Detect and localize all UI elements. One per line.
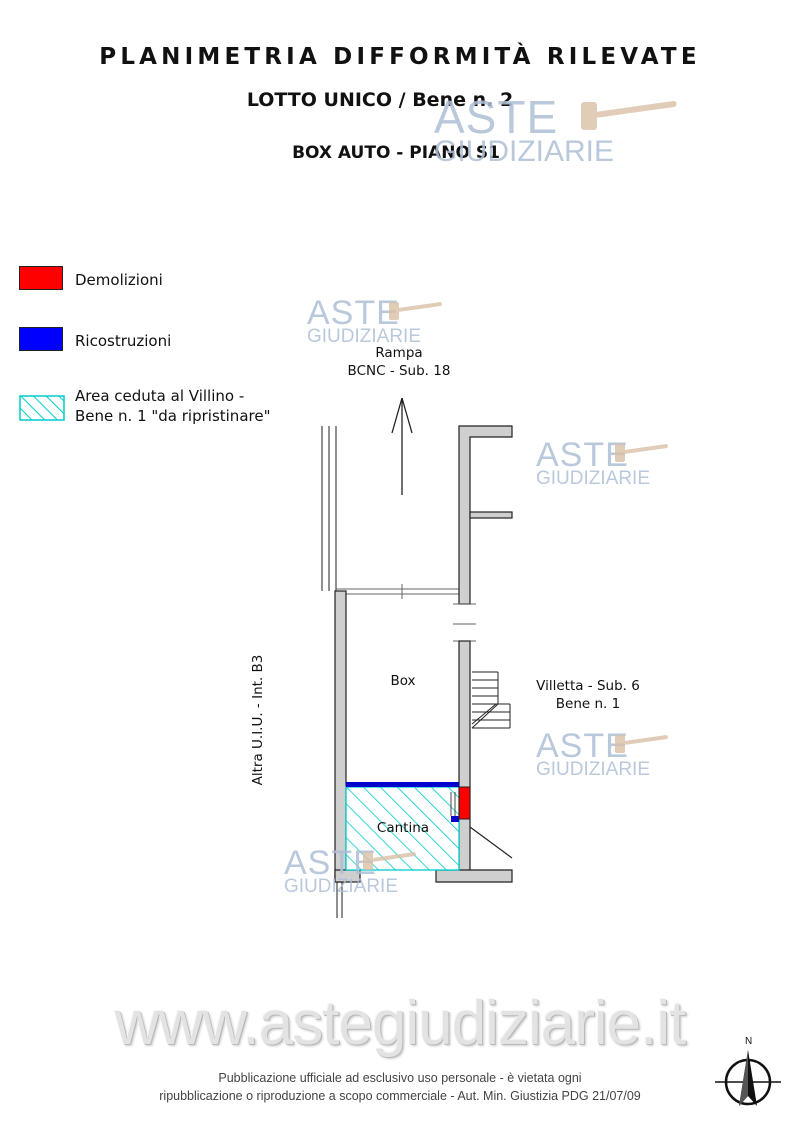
gavel-icon [615, 735, 668, 753]
gavel-icon [581, 100, 677, 130]
north-right-partition [469, 511, 513, 519]
legend-label-demolizioni: Demolizioni [75, 271, 163, 289]
ramp-arrow [391, 397, 413, 495]
floor-subtitle: BOX AUTO - PIANO S1 [292, 143, 500, 163]
box-right-wall [458, 640, 471, 882]
legend-label-ricostruzioni: Ricostruzioni [75, 332, 172, 350]
footer-line-1: Pubblicazione ufficiale ad esclusivo uso… [218, 1071, 582, 1085]
staircase [471, 671, 511, 729]
watermark-aste: ASTE GIUDIZIARIE [307, 294, 422, 347]
gavel-icon [615, 444, 668, 462]
gavel-icon [389, 302, 442, 320]
watermark-aste: ASTE GIUDIZIARIE [284, 844, 399, 897]
compass-icon [715, 1050, 781, 1106]
box-entrance [336, 584, 459, 599]
page-title: PLANIMETRIA DIFFORMITÀ RILEVATE [99, 44, 701, 70]
legend-swatch-ricostruzioni [19, 327, 63, 351]
legend-swatch-area-ceduta [19, 395, 65, 421]
watermark-aste: ASTE GIUDIZIARIE [434, 91, 615, 168]
ricostruzione-stub [451, 816, 459, 822]
left-boundary-lines [321, 426, 343, 918]
lot-subtitle: LOTTO UNICO / Bene n. 2 [246, 89, 514, 111]
watermark-aste: ASTE GIUDIZIARIE [536, 727, 651, 780]
ricostruzione-wall [346, 782, 459, 787]
watermark-aste: ASTE GIUDIZIARIE [536, 436, 651, 489]
box-left-wall [334, 590, 347, 883]
rampa-label: Rampa BCNC - Sub. 18 [347, 345, 451, 379]
site-watermark: www.astegiudiziarie.it [114, 989, 687, 1058]
south-wall [435, 869, 513, 883]
villetta-label: Villetta - Sub. 6 Bene n. 1 [536, 678, 640, 712]
door-gap-marks [453, 603, 476, 642]
altra-uiu-label: Altra U.I.U. - Int. B3 [250, 654, 266, 786]
north-label: N [745, 1036, 753, 1047]
legend-swatch-demolizioni [19, 266, 63, 290]
cantina-label: Cantina [376, 820, 430, 836]
diagonal-wall [469, 826, 513, 859]
legend-label-area-ceduta: Area ceduta al Villino - Bene n. 1 "da r… [75, 387, 271, 425]
demolizione-wall [458, 786, 471, 820]
gavel-icon [363, 852, 416, 870]
box-label: Box [390, 673, 416, 689]
footer-line-2: ripubblicazione o riproduzione a scopo c… [159, 1089, 641, 1103]
cantina-door [450, 792, 456, 816]
